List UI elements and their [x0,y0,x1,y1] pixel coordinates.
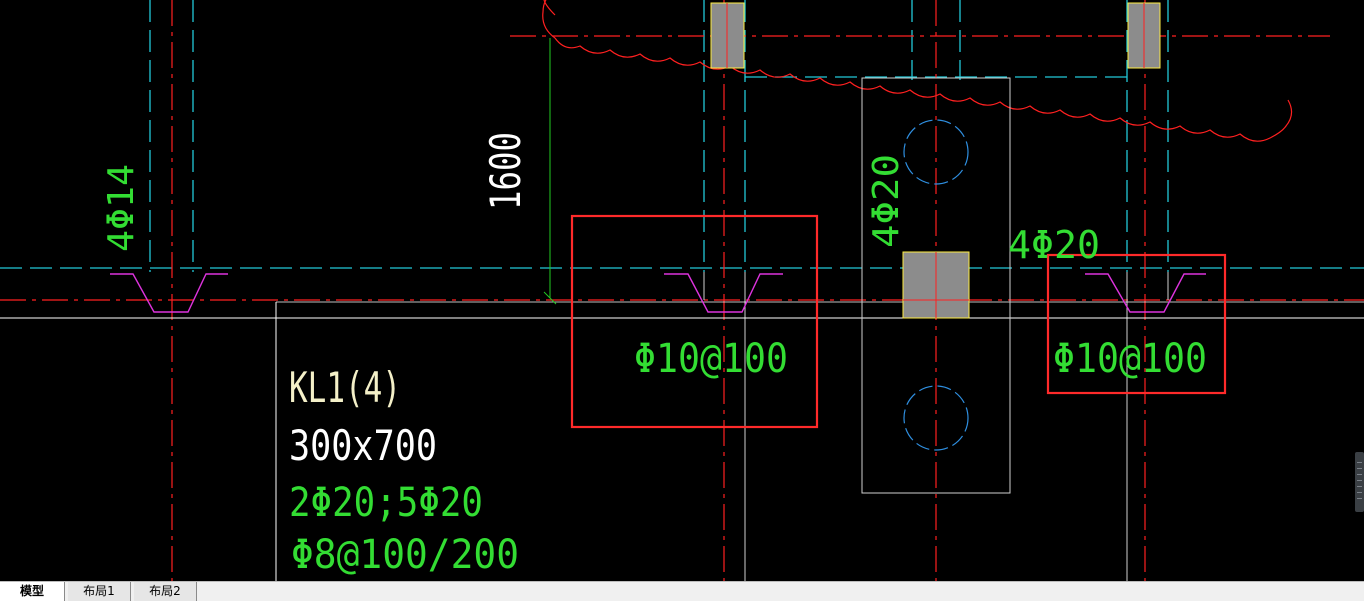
pier-outline [861,77,1011,494]
cad-drawing-svg[interactable]: 1600 4Φ14 4Φ20 4Φ20 Φ10@100 Φ10@100 KL1(… [0,0,1364,581]
beam-size: 300x700 [289,421,437,470]
beam-longitudinal-rebar: 2Φ20;5Φ20 [289,480,483,526]
scrollbar-grip[interactable] [1355,452,1364,512]
dimension-text-1600: 1600 [481,132,530,210]
tab-layout2[interactable]: 布局2 [134,582,196,601]
cad-drawing-canvas[interactable]: 1600 4Φ14 4Φ20 4Φ20 Φ10@100 Φ10@100 KL1(… [0,0,1364,581]
beam-stirrup: Φ8@100/200 [291,532,519,578]
tab-layout1[interactable]: 布局1 [68,582,130,601]
bent-rebar-symbols [110,273,1206,313]
pier-circle-top [903,119,969,185]
pier-circle-bottom [903,385,969,451]
beam-label: KL1(4) [289,363,401,412]
red-axis-lines [0,0,1364,581]
rebar-label-mid: 4Φ20 [866,154,907,248]
highlight-box-left [570,214,819,429]
rebar-label-left: 4Φ14 [101,164,142,252]
tab-model[interactable]: 模型 [0,582,64,601]
layout-tab-bar: 模型 布局1 布局2 [0,581,1364,601]
revision-cloud [542,0,1293,142]
rebar-label-right: 4Φ20 [1008,223,1100,267]
stirrup-label-right: Φ10@100 [1053,336,1207,382]
stirrup-label-left: Φ10@100 [634,336,788,382]
highlight-box-right [1046,253,1227,395]
